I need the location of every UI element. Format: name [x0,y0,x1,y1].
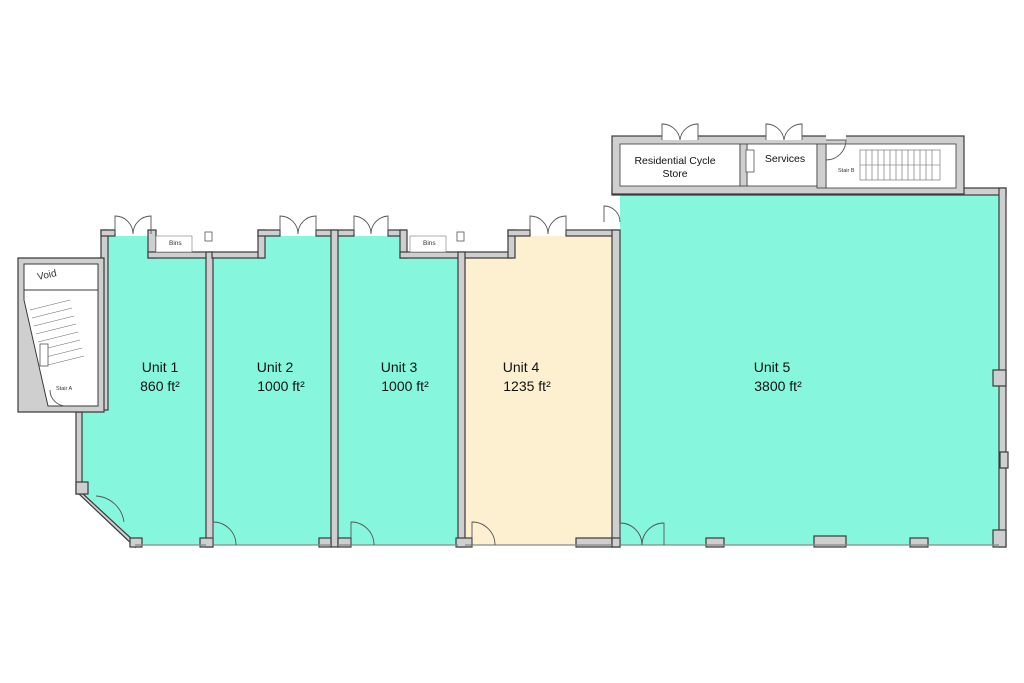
void-label: Void [36,268,57,283]
unit-3-area-label: 1000 ft² [381,378,429,394]
unit-3-name: Unit 3 [381,359,418,375]
bins-right-label: Bins [423,240,436,247]
unit-2-name: Unit 2 [257,359,294,375]
unit-5-area-label: 3800 ft² [754,378,802,394]
stair-a-core: Void Stair A [17,257,105,413]
services-label: Services [765,153,805,165]
rear-block: Residential Cycle Store Services Stair B [611,132,965,195]
unit-4-area-label: 1235 ft² [503,378,551,394]
unit-2-area-label: 1000 ft² [257,378,305,394]
bins-right-meter-icon [456,231,465,242]
unit-1-area-label: 860 ft² [140,378,180,394]
stair-a-label: Stair A [56,386,73,392]
unit-4-area[interactable] [464,236,612,545]
stair-b-label: Stair B [838,168,855,174]
unit-2-area[interactable] [213,236,331,545]
unit-1-name: Unit 1 [142,359,179,375]
bins-left: Bins [155,231,213,253]
unit-1-area[interactable] [82,236,206,545]
doors [95,123,803,546]
cycle-store-label-2: Store [662,168,687,180]
unit-4-name: Unit 4 [503,359,540,375]
bins-right: Bins [409,231,465,253]
bins-left-meter-icon [204,231,213,242]
unit-3-area[interactable] [338,236,461,545]
unit-5-area[interactable] [620,194,1000,545]
unit-5-name: Unit 5 [754,359,791,375]
unit-labels: Unit 1 860 ft² Unit 2 1000 ft² Unit 3 10… [140,359,802,394]
cycle-store-label-1: Residential Cycle [634,155,715,167]
bins-left-label: Bins [169,240,182,247]
